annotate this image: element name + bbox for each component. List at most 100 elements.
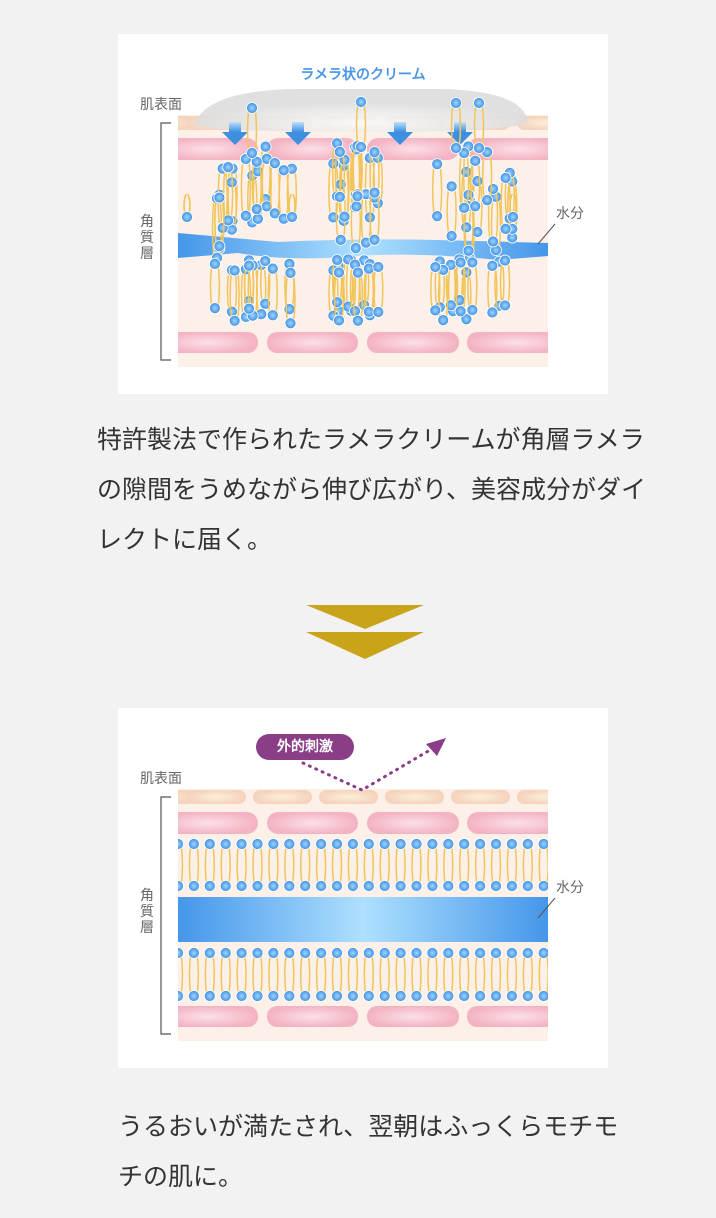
lipid-head <box>222 161 235 174</box>
lipid-head <box>450 142 462 154</box>
bracket <box>160 122 171 361</box>
lipid-head <box>378 990 391 1002</box>
lipid-head <box>537 990 548 1002</box>
lipid-head <box>442 880 455 892</box>
lipid-head <box>283 947 296 959</box>
lipid-head <box>333 145 346 158</box>
arrow-down-icon <box>292 122 304 132</box>
lipid-head <box>505 947 518 959</box>
arrow-down-icon <box>285 132 311 145</box>
lipid-head <box>499 172 512 184</box>
corneocyte <box>467 332 548 353</box>
lipid-head <box>481 194 494 207</box>
lipid-head <box>521 947 534 959</box>
lipid-head <box>251 880 264 892</box>
lipid-head <box>331 838 343 850</box>
stimulus-path <box>301 748 432 792</box>
lipid-head <box>458 838 471 850</box>
lipid-head <box>460 266 473 279</box>
description-1: 特許製法で作られたラメラクリームが角層ラメラの隙間をうめながら伸び広がり、美容成… <box>97 425 647 554</box>
lipid-head <box>521 990 534 1002</box>
lipid-head <box>490 880 502 892</box>
lipid-head <box>469 154 482 167</box>
lipid-head <box>507 211 519 223</box>
lipid-head <box>458 990 471 1002</box>
skin-diagram-before <box>160 89 608 367</box>
corneocyte <box>467 812 548 834</box>
lipid-head <box>213 240 226 253</box>
lipid-head <box>362 947 375 959</box>
lipid-head <box>333 266 345 279</box>
lipid-head <box>338 210 351 223</box>
lipid-head <box>521 838 534 850</box>
lipid-head <box>277 164 290 177</box>
bracket <box>160 796 171 1035</box>
lipid-head <box>368 233 381 246</box>
arrow-down-icon <box>394 122 406 132</box>
lipid-head <box>267 880 280 892</box>
lipid-head <box>487 183 499 195</box>
lipid-head <box>410 990 423 1002</box>
lipid-head <box>246 102 258 114</box>
corneocyte <box>267 812 358 834</box>
lipid-head <box>268 157 281 170</box>
description-2: うるおいが満たされ、翌朝はふっくらモチモチの肌に。 <box>118 1112 619 1191</box>
lipid-head <box>426 880 439 892</box>
lipid-head <box>460 313 473 326</box>
lipid-head <box>471 175 484 188</box>
corneocyte <box>178 1006 258 1027</box>
water-pointer <box>537 897 556 919</box>
lipid-head <box>284 317 297 330</box>
lipid-head <box>333 314 345 327</box>
lipid-head <box>473 97 485 109</box>
lipid-head <box>266 309 279 322</box>
lipid-head <box>239 209 252 222</box>
lipid-head <box>505 880 518 892</box>
lipid-head <box>431 210 444 223</box>
surface-cell <box>385 790 444 804</box>
lipid-head <box>431 158 444 171</box>
lipid-head <box>426 990 439 1002</box>
layer-label: 角質層 <box>140 888 154 936</box>
lipid-head <box>499 299 511 312</box>
lipid-head <box>352 314 364 327</box>
lipid-head <box>246 147 258 159</box>
lipid-head <box>203 947 216 959</box>
lipid-head <box>505 838 518 850</box>
lipid-head <box>267 990 280 1002</box>
lipid-head <box>243 259 255 272</box>
lipid-head <box>474 838 487 850</box>
lipid-head <box>442 947 455 959</box>
lipid-head <box>346 880 359 892</box>
lipid-head <box>259 255 272 267</box>
lipid-head <box>299 880 312 892</box>
cream-title: ラメラ状のクリーム <box>300 67 426 83</box>
lipid-head <box>442 838 455 850</box>
corneocyte <box>267 1006 358 1027</box>
lipid-head <box>331 296 344 309</box>
lipid-head <box>410 947 423 959</box>
lipid-head <box>474 947 487 959</box>
lipid-head <box>460 221 473 234</box>
corneocyte <box>467 1006 548 1027</box>
surface-cell <box>583 790 608 804</box>
lipid-head <box>331 947 343 959</box>
lipid-head <box>505 990 518 1002</box>
diagram-after: 外的刺激 肌表面 角質層 水分 <box>118 708 608 1068</box>
lipid-head <box>352 266 364 279</box>
lipid-head <box>454 256 467 269</box>
lipid-head <box>333 190 346 203</box>
lipid-head <box>487 235 499 248</box>
lipid-head <box>429 304 442 317</box>
lipid-head <box>331 254 344 266</box>
lipid-head <box>235 947 248 959</box>
lipid-head <box>178 990 184 1002</box>
lipid-head <box>228 264 241 277</box>
lipid-head <box>243 302 255 315</box>
lipid-head <box>203 880 216 892</box>
lipid-head <box>213 191 226 204</box>
surface-cell <box>583 116 608 130</box>
lipid-head <box>362 990 375 1002</box>
diagram-lamellar-cream: ラメラ状のクリーム 肌表面 角質層 水分 <box>118 34 608 394</box>
lipid-head <box>219 880 232 892</box>
